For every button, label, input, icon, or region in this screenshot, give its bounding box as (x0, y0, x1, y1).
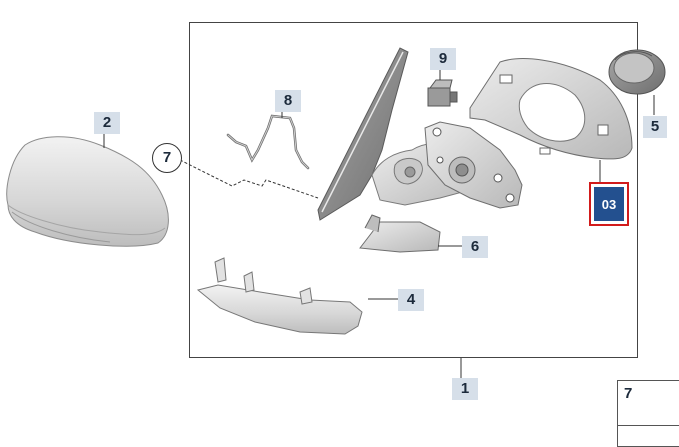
part-mirror-base[interactable] (371, 143, 481, 206)
label-5[interactable]: 5 (643, 116, 667, 138)
part-03-mirror-housing[interactable] (469, 58, 633, 160)
assembly-frame (189, 22, 638, 358)
part-2-mirror-cap[interactable] (6, 136, 169, 247)
part-6-bracket[interactable] (359, 214, 441, 253)
label-6[interactable]: 6 (462, 236, 488, 258)
part-mirror-glass[interactable] (317, 47, 409, 221)
part-8-wire-harness[interactable] (226, 114, 310, 170)
label-03-selected[interactable]: 03 (589, 182, 629, 226)
label-4[interactable]: 4 (398, 289, 424, 311)
kit-number: 7 (624, 385, 633, 402)
part-5-motor[interactable] (608, 49, 666, 95)
part-9-connector[interactable] (427, 79, 458, 107)
label-7-circle[interactable]: 7 (152, 143, 182, 173)
label-03-text: 03 (594, 187, 624, 221)
label-8[interactable]: 8 (275, 90, 301, 112)
label-9[interactable]: 9 (430, 48, 456, 70)
kit-box[interactable]: 7 (617, 380, 679, 447)
part-mirror-actuator[interactable] (424, 121, 523, 209)
leader-7 (179, 159, 319, 199)
kit-divider (618, 425, 679, 426)
label-1[interactable]: 1 (452, 378, 478, 400)
part-4-turn-indicator[interactable] (196, 257, 363, 335)
label-2[interactable]: 2 (94, 112, 120, 134)
